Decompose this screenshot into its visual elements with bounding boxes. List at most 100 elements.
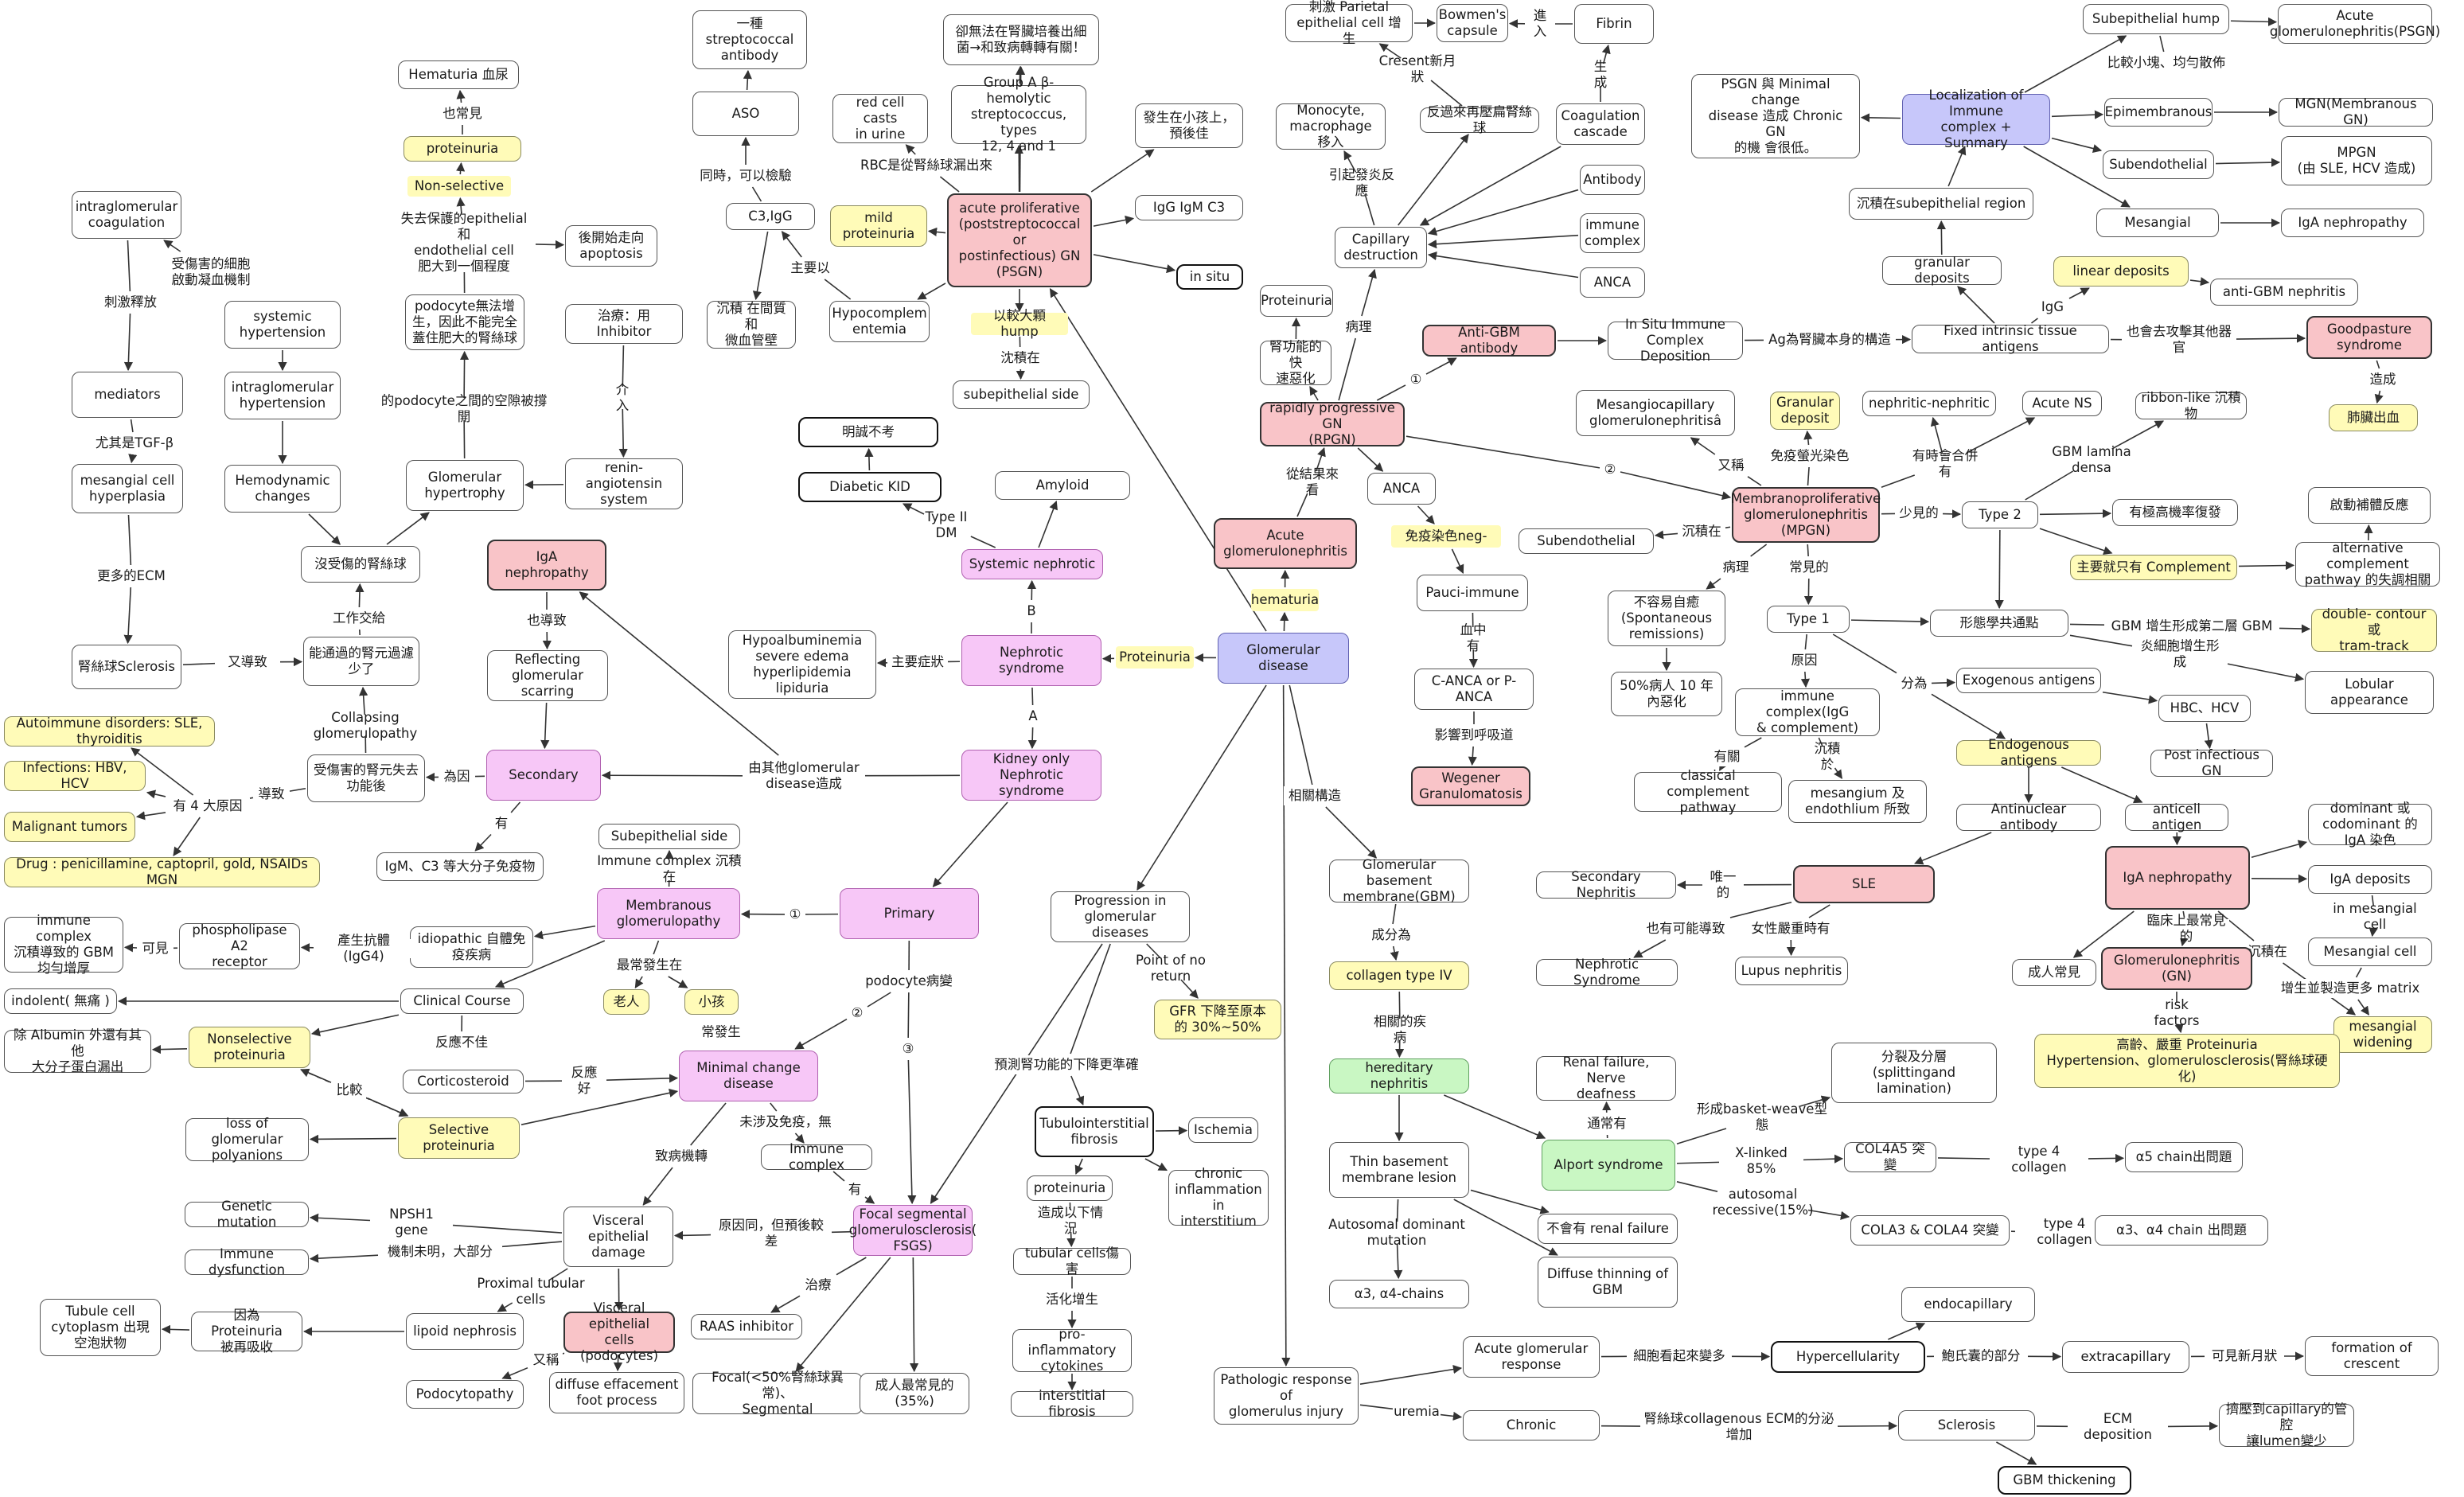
node-mingcheng: 明誠不考 bbox=[798, 417, 938, 447]
connector-podlb-to-three-a bbox=[907, 992, 910, 1039]
node-immcomplex: immune complex bbox=[1580, 213, 1645, 253]
node-lobular: Lobular appearance bbox=[2305, 671, 2434, 714]
node-rbccast: red cell casts in urine bbox=[832, 94, 928, 143]
connector-you4-to-infect bbox=[146, 789, 166, 799]
node-fibrin: Fibrin bbox=[1574, 4, 1654, 44]
node-cjglk: 從結果來看 bbox=[1280, 466, 1345, 497]
connector-two-b-to-mpgn bbox=[1620, 471, 1732, 501]
connector-anca-b-to-myrs bbox=[1417, 505, 1435, 524]
connector-selp-to-mcd bbox=[520, 1088, 679, 1125]
connector-granulard-to-cjsub bbox=[1936, 220, 1946, 255]
node-collapsing: Collapsing glomerulopathy bbox=[283, 710, 448, 741]
node-antibody: Antibody bbox=[1580, 165, 1645, 195]
connector-hypercell-to-endocap bbox=[1888, 1322, 1926, 1340]
node-podfail: podocyte無法增 生，因此不能完全 蓋住肥大的腎絲球 bbox=[405, 294, 524, 350]
node-icjz: Immune complex 沉積在 bbox=[595, 853, 743, 884]
connector-autorec-to-col34 bbox=[1807, 1209, 1850, 1220]
node-lossglom: loss of glomerular polyanions bbox=[185, 1116, 309, 1163]
node-idio: idiopathic 自體免 疫疾病 bbox=[410, 926, 533, 968]
node-infect: Infections: HBV, HCV bbox=[4, 760, 146, 791]
node-bingli: 病理 bbox=[1343, 318, 1374, 337]
connector-rpgn-to-sgndkk bbox=[1309, 386, 1319, 401]
connector-glom-to-xgjg bbox=[1289, 684, 1313, 786]
connector-myrs-to-pauci bbox=[1451, 548, 1464, 575]
node-msh: 沒受傷的腎絲球 bbox=[301, 546, 420, 583]
connector-t4c1-to-a5 bbox=[2088, 1153, 2125, 1164]
node-streptoab: 一種 streptococcal antibody bbox=[692, 10, 807, 69]
node-mesanglo: Mesangiocapillary glomerulonephritisâ bbox=[1576, 390, 1735, 436]
connector-mpgn-to-youming bbox=[1747, 476, 1762, 486]
node-icgbm: immune complex 沉積導致的 GBM 均勻增厚 bbox=[4, 913, 123, 976]
connector-gdecm-to-sclerosis-l bbox=[123, 587, 133, 645]
connector-endog-to-anticell bbox=[2061, 766, 2143, 804]
node-kidney: Kidney only Nephrotic syndrome bbox=[961, 750, 1101, 801]
node-bsndbf: 鮑氏囊的部分 bbox=[1936, 1347, 2026, 1366]
node-prog: Progression in glomerular diseases bbox=[1051, 891, 1190, 942]
node-zhuyaoyi: 主要以 bbox=[788, 259, 832, 278]
node-hema: hematuria bbox=[1251, 589, 1319, 611]
connector-antinuc-to-sle bbox=[1914, 832, 1992, 865]
connector-tif-to-proteinuria-b bbox=[1074, 1158, 1084, 1175]
node-selp: Selective proteinuria bbox=[398, 1117, 520, 1159]
node-igan-l: IgA nephropathy bbox=[487, 540, 606, 591]
connector-inmes-to-mescell bbox=[2368, 927, 2378, 938]
connector-psgn-to-insitu bbox=[1093, 254, 1176, 274]
node-ykndz: 也有可能導致 bbox=[1642, 919, 1729, 938]
node-pla2: phospholipase A2 receptor bbox=[179, 922, 300, 969]
connector-igan-r-to-adult bbox=[2072, 910, 2135, 958]
node-iganr2: IgA nephropathy bbox=[2281, 209, 2424, 237]
node-proxt: Proximal tubular cells bbox=[466, 1276, 595, 1307]
node-subhump: Subepithelial hump bbox=[2083, 4, 2229, 34]
node-three-a: ③ bbox=[899, 1039, 917, 1058]
node-cskt: 產生抗體 (IgG4) bbox=[315, 933, 412, 964]
connector-ponr-to-gfr bbox=[1180, 979, 1199, 999]
node-ydz: 又導致 bbox=[216, 653, 279, 672]
node-mcd: Minimal change disease bbox=[679, 1051, 818, 1101]
node-nonselp: Nonselective proteinuria bbox=[189, 1027, 310, 1068]
connector-igg-l-to-linear bbox=[2068, 287, 2090, 299]
connector-selp-to-lossglom bbox=[309, 1134, 397, 1144]
node-bryzy: 不容易自癒 (Spontaneous remissions) bbox=[1608, 591, 1725, 646]
connector-bingli2-to-bryzy bbox=[1706, 578, 1721, 590]
connector-rbcfrom-to-rbccast bbox=[905, 144, 916, 155]
node-proteinuria-b: proteinuria bbox=[1027, 1175, 1113, 1201]
connector-two-a-to-mcd bbox=[794, 1018, 848, 1050]
node-psgn: acute proliferative (poststreptococcal o… bbox=[947, 193, 1092, 287]
connector-ghyper-to-podzhijian bbox=[463, 419, 466, 459]
node-mesangium: mesangium 及 endothlium 所致 bbox=[1788, 780, 1927, 823]
node-shengcheng: 生成 bbox=[1587, 59, 1614, 90]
node-igg-c3: IgG IgM C3 bbox=[1135, 195, 1243, 220]
connector-mpgn-to-cjz2 bbox=[1725, 526, 1731, 528]
node-uremia: uremia bbox=[1394, 1402, 1440, 1421]
node-subendo: Subendothelial bbox=[1519, 528, 1654, 554]
connector-youcheng-to-podocytopathy bbox=[501, 1366, 528, 1380]
node-prot-l: Proteinuria bbox=[1116, 646, 1194, 669]
connector-col4a5-to-t4c1 bbox=[1937, 1157, 1990, 1160]
connector-alport-to-xlink bbox=[1676, 1161, 1720, 1164]
connector-yuanyin-to-icigg bbox=[1800, 671, 1811, 688]
node-yhgj: 也會去攻擊其他器官 bbox=[2123, 324, 2235, 355]
connector-kejian-to-icgbm bbox=[123, 943, 138, 953]
connector-three-a-to-fsgs bbox=[907, 1059, 917, 1205]
connector-igadep-to-inmes bbox=[2371, 895, 2375, 906]
connector-anca-r-to-capdes bbox=[1427, 251, 1579, 279]
node-fyh: 反應好 bbox=[563, 1065, 605, 1096]
node-cjz2: 沉積在 bbox=[1679, 522, 1724, 541]
connector-prog-to-ponr bbox=[1146, 943, 1160, 958]
node-primary: Primary bbox=[840, 888, 979, 939]
connector-you-to-igmc3 bbox=[474, 833, 492, 852]
node-raas: RAAS inhibitor bbox=[691, 1314, 802, 1339]
node-gzjh: 工作交給 bbox=[330, 609, 388, 628]
connector-yqtgn-to-igan-l bbox=[579, 591, 779, 756]
node-mpgn: Membranoproliferative glomerulonephritis… bbox=[1731, 487, 1881, 543]
node-icoag: intraglomerular coagulation bbox=[72, 191, 181, 239]
connector-altcomp-to-qdbt bbox=[2364, 524, 2373, 541]
connector-goodpasture-to-zaocheng bbox=[2376, 360, 2380, 369]
node-tif: Tubulointerstitial fibrosis bbox=[1035, 1106, 1154, 1157]
connector-rpgn-to-bingli bbox=[1338, 337, 1356, 401]
node-fenwei: 分為 bbox=[1898, 674, 1930, 693]
node-mpgnsle: MPGN (由 SLE, HCV 造成) bbox=[2281, 136, 2432, 185]
node-ytsz: 原因同，但預後較差 bbox=[712, 1218, 830, 1249]
node-a34: α3, α4-chains bbox=[1329, 1280, 1469, 1308]
